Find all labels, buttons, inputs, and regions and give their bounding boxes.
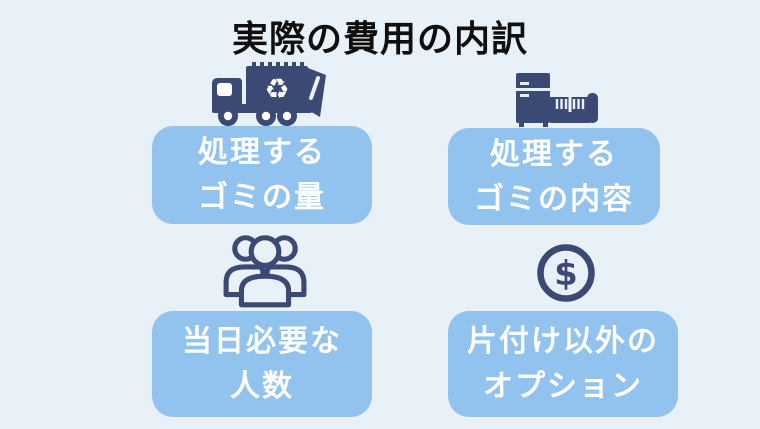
card-garbage-content: 処理する ゴミの内容 [448,128,660,225]
card-garbage-amount: 処理する ゴミの量 [152,126,372,224]
garbage-truck-icon: ♻ [212,62,326,126]
dollar-symbol: $ [554,254,578,294]
card-garbage-content-line1: 処理する [490,136,618,172]
card-garbage-amount-line2: ゴミの量 [198,180,326,215]
card-garbage-content-line2: ゴミの内容 [474,181,634,217]
card-extra-options: 片付け以外の オプション [448,311,678,417]
people-group-icon [223,235,307,308]
card-staff-count-line1: 当日必要な [182,324,342,359]
card-staff-count: 当日必要な 人数 [152,311,372,417]
card-extra-options-line1: 片付け以外の [467,324,659,359]
card-garbage-amount-line1: 処理する [198,135,326,170]
card-staff-count-line2: 人数 [230,369,294,404]
dollar-circle-icon: $ [537,244,595,302]
page-title: 実際の費用の内訳 [231,19,528,60]
recycle-symbol: ♻ [264,73,289,106]
card-extra-options-line2: オプション [483,369,643,404]
fridge-sofa-icon [516,73,598,127]
